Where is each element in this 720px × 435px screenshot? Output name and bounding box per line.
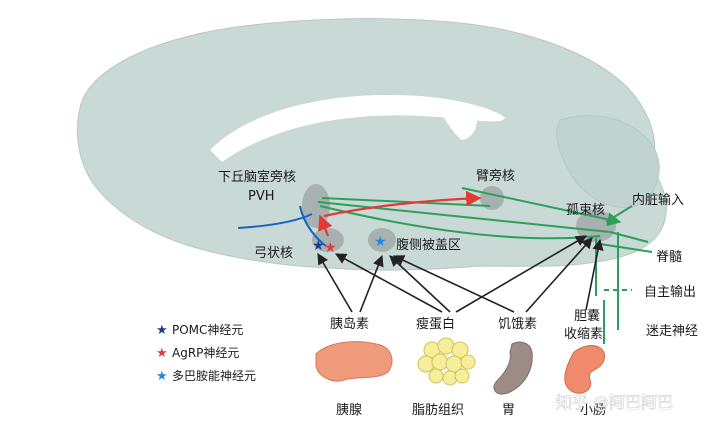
cerebellum-lobe: [556, 115, 660, 208]
autonomic-output-label: 自主输出: [644, 284, 696, 300]
legend-star-pomc: ★: [156, 322, 168, 337]
stomach-label: 胃: [502, 403, 515, 418]
ventricle-notch: [440, 102, 478, 140]
parabrachial-nucleus: [480, 186, 504, 210]
pancreas-icon: [315, 341, 393, 382]
vta-nucleus: [368, 228, 396, 252]
pvh-cn-label: 下丘脑室旁核: [218, 169, 296, 185]
visceral-input-label: 内脏输入: [632, 192, 684, 208]
legend-label-agrp: AgRP神经元: [172, 346, 239, 360]
legend-label-dopamine: 多巴胺能神经元: [172, 369, 256, 383]
dopamine-star: ★: [374, 235, 387, 250]
agrp-star: ★: [324, 241, 337, 256]
pomc-star: ★: [312, 239, 325, 254]
legend-star-agrp: ★: [156, 345, 168, 360]
spinal-cord-label: 脊髓: [656, 250, 682, 265]
ghrelin-label: 饥饿素: [498, 317, 537, 332]
green-path-pvh-to-nts: [319, 205, 601, 240]
adipose-icon: [417, 337, 476, 386]
green-path-pb-to-nts: [461, 187, 622, 227]
cck-label-2: 收缩素: [564, 326, 603, 342]
pvh-en-label: PVH: [248, 189, 275, 204]
green-path-pvh-to-spine: [317, 201, 649, 243]
arcuate-nucleus: [312, 228, 344, 252]
green-path-visceral-input: [605, 205, 633, 223]
blue-path-dopamine: [237, 205, 327, 247]
green-path-spinal: [599, 243, 653, 253]
vagus-label: 迷走神经: [646, 324, 698, 339]
signal-arrows: [317, 235, 604, 313]
leptin-label: 瘦蛋白: [416, 316, 455, 332]
brain-silhouette: [76, 18, 667, 271]
intestine-icon: [564, 345, 606, 394]
red-path-arcuate-to-pb: [323, 190, 482, 218]
adipose-label: 脂肪组织: [412, 402, 464, 418]
parabrachial-label: 臂旁核: [476, 168, 515, 184]
nts-label: 孤束核: [566, 203, 605, 218]
legend: ★ POMC神经元 ★ AgRP神经元 ★ 多巴胺能神经元: [156, 322, 256, 383]
intestine-label: 小肠: [580, 403, 606, 418]
corpus-callosum: [210, 94, 505, 162]
legend-star-dopamine: ★: [156, 368, 168, 383]
insulin-label: 胰岛素: [330, 316, 369, 332]
pancreas-label: 胰腺: [336, 403, 362, 418]
arcuate-label: 弓状核: [254, 246, 293, 261]
cck-label-1: 胆囊: [574, 308, 600, 324]
stomach-icon: [493, 341, 533, 395]
green-path-pvh-upper: [321, 197, 491, 207]
legend-label-pomc: POMC神经元: [172, 323, 243, 337]
vta-label: 腹侧被盖区: [396, 237, 461, 253]
red-path-arcuate-to-pvh: [317, 214, 333, 237]
watermark: 知乎 @阿巴阿巴: [556, 393, 673, 412]
